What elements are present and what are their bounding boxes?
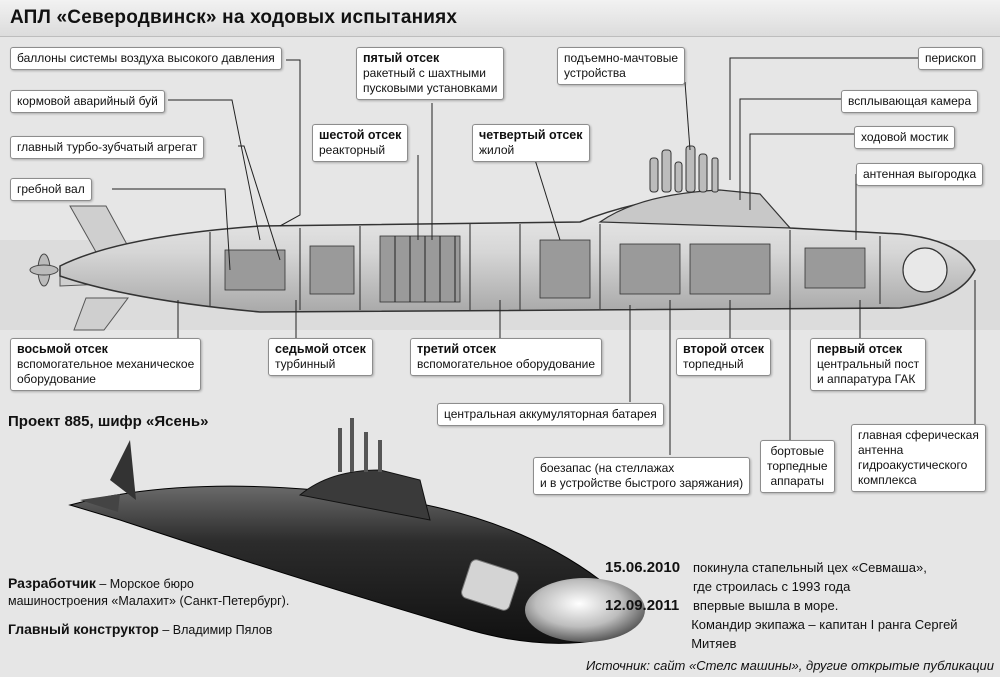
label-text: перископ	[925, 51, 977, 65]
label-third-compartment: третий отсек вспомогательное оборудовани…	[410, 338, 603, 376]
source-note: Источник: сайт «Стелс машины», другие от…	[585, 658, 994, 673]
bulkheads	[209, 224, 881, 310]
compartment-title: седьмой отсек	[275, 342, 366, 356]
label-sixth-compartment: шестой отсек реакторный	[312, 124, 409, 162]
label-text: боезапас (на стеллажах	[540, 461, 675, 475]
label-text: аппараты	[770, 474, 825, 488]
designer-label: Главный конструктор	[8, 621, 159, 637]
milestone-text: впервые вышла в море.	[693, 598, 839, 613]
label-text: устройства	[564, 66, 626, 80]
compartment-desc: реакторный	[319, 143, 386, 157]
propeller	[29, 253, 59, 287]
label-bridge: ходовой мостик	[854, 126, 956, 149]
label-antenna-buoy: антенная выгородка	[856, 163, 984, 186]
label-escape-chamber: всплывающая камера	[841, 90, 979, 113]
developer-label: Разработчик	[8, 575, 96, 591]
label-text: кормовой аварийный буй	[17, 94, 158, 108]
label-sonar-antenna: главная сферическая антенна гидроакустич…	[851, 424, 986, 492]
sonar-sphere	[902, 247, 948, 293]
missile-silos	[394, 236, 456, 302]
developer-info: Разработчик – Морское бюро машиностроени…	[8, 575, 289, 610]
label-text: бортовые	[770, 444, 825, 458]
designer-info: Главный конструктор – Владимир Пялов	[8, 621, 272, 639]
label-text: торпедные	[767, 459, 828, 473]
compartment-desc: турбинный	[275, 357, 336, 371]
compartment-title: восьмой отсек	[17, 342, 108, 356]
label-text: подъемно-мачтовые	[564, 51, 678, 65]
compartment-title: пятый отсек	[363, 51, 440, 65]
label-text: главный турбо-зубчатый агрегат	[17, 140, 198, 154]
label-text: центральная аккумуляторная батарея	[444, 407, 657, 421]
submarine-render	[68, 418, 645, 644]
label-fourth-compartment: четвертый отсек жилой	[472, 124, 590, 162]
label-second-compartment: второй отсек торпедный	[676, 338, 771, 376]
developer-text: – Морское бюро	[95, 577, 194, 591]
label-masts: подъемно-мачтовые устройства	[557, 47, 685, 85]
compartment-title: третий отсек	[417, 342, 496, 356]
machinery	[224, 235, 866, 303]
developer-text: машиностроения «Малахит» (Санкт-Петербур…	[8, 594, 290, 608]
sail	[598, 189, 792, 229]
milestone-row: 15.06.2010 покинула стапельный цех «Севм…	[605, 558, 1000, 577]
compartment-desc: оборудование	[17, 372, 96, 386]
milestone-row: где строилась с 1993 года	[605, 577, 1000, 596]
compartment-desc: торпедный	[683, 357, 744, 371]
compartment-title: второй отсек	[683, 342, 764, 356]
compartment-title: шестой отсек	[319, 128, 402, 142]
milestone-date: 12.09.2011	[605, 597, 680, 614]
label-text: гребной вал	[17, 182, 85, 196]
label-seventh-compartment: седьмой отсек турбинный	[268, 338, 373, 376]
label-periscope: перископ	[918, 47, 984, 70]
leader-lines	[112, 57, 976, 455]
milestone-text: покинула стапельный цех «Севмаша»,	[693, 560, 927, 575]
label-first-compartment: первый отсек центральный пост и аппарату…	[810, 338, 927, 391]
label-eighth-compartment: восьмой отсек вспомогательное механическ…	[10, 338, 202, 391]
compartment-title: четвертый отсек	[479, 128, 583, 142]
label-text: главная сферическая	[858, 428, 979, 442]
compartment-title: первый отсек	[817, 342, 903, 356]
compartment-desc: жилой	[479, 143, 515, 157]
compartment-desc: и аппаратура ГАК	[817, 372, 916, 386]
label-text: гидроакустического	[858, 458, 968, 472]
label-prop-shaft: гребной вал	[10, 178, 92, 201]
project-name: Проект 885, шифр «Ясень»	[8, 413, 209, 430]
label-text: всплывающая камера	[848, 94, 972, 108]
compartment-desc: пусковыми установками	[363, 81, 498, 95]
milestones: 15.06.2010 покинула стапельный цех «Севм…	[605, 558, 1000, 653]
page-title: АПЛ «Северодвинск» на ходовых испытаниях	[10, 7, 458, 28]
milestone-row: 12.09.2011 впервые вышла в море.	[605, 596, 1000, 615]
compartment-desc: центральный пост	[817, 357, 920, 371]
label-stern-buoy: кормовой аварийный буй	[10, 90, 165, 113]
label-air-tanks: баллоны системы воздуха высокого давлени…	[10, 47, 282, 70]
designer-text: – Владимир Пялов	[158, 623, 273, 637]
label-battery: центральная аккумуляторная батарея	[437, 403, 664, 426]
label-text: ходовой мостик	[861, 130, 949, 144]
title-bar: АПЛ «Северодвинск» на ходовых испытаниях	[0, 0, 1000, 37]
label-text: антенная выгородка	[863, 167, 977, 181]
milestone-date: 15.06.2010	[605, 559, 681, 576]
label-fifth-compartment: пятый отсек ракетный с шахтными пусковым…	[356, 47, 505, 100]
label-torpedo-tubes: бортовые торпедные аппараты	[760, 440, 835, 493]
label-text: баллоны системы воздуха высокого давлени…	[17, 51, 275, 65]
label-text: комплекса	[858, 473, 917, 487]
milestone-text: Командир экипажа – капитан I ранга Серге…	[691, 617, 958, 651]
compartment-desc: вспомогательное оборудование	[417, 357, 596, 371]
milestone-text: где строилась с 1993 года	[693, 579, 851, 594]
label-text: антенна	[858, 443, 904, 457]
masts	[649, 145, 719, 193]
label-turbo-gear: главный турбо-зубчатый агрегат	[10, 136, 205, 159]
compartment-desc: ракетный с шахтными	[363, 66, 486, 80]
milestone-row: Командир экипажа – капитан I ранга Серге…	[605, 615, 1000, 653]
label-ammo: боезапас (на стеллажах и в устройстве бы…	[533, 457, 751, 495]
label-text: и в устройстве быстрого заряжания)	[540, 476, 744, 490]
compartment-desc: вспомогательное механическое	[17, 357, 195, 371]
